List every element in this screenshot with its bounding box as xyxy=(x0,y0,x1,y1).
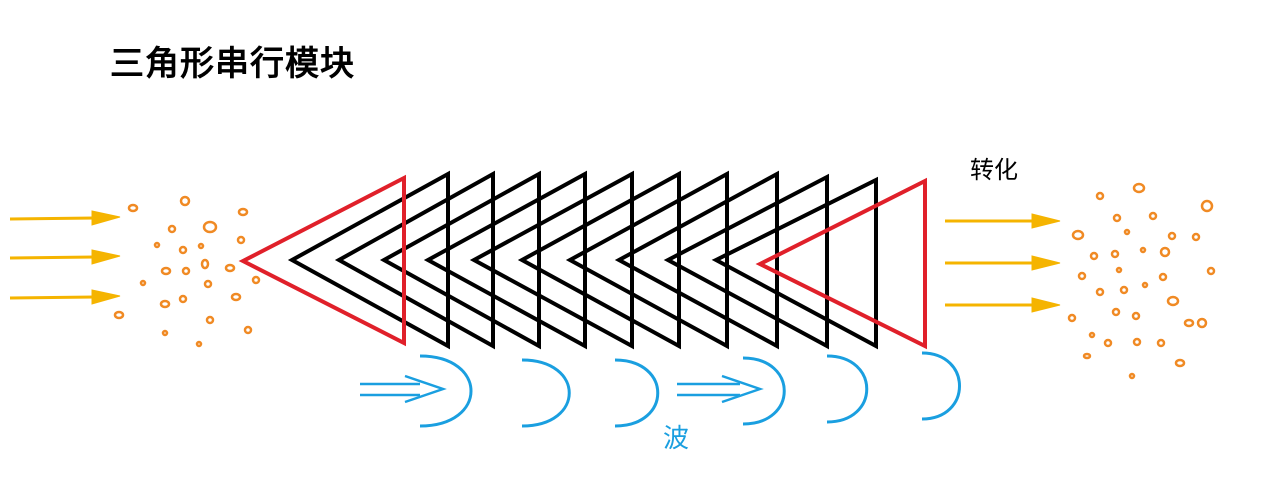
double-arrow-icon xyxy=(677,374,764,404)
input-arrows xyxy=(9,210,121,305)
black-triangle xyxy=(663,173,829,350)
wave-arcs xyxy=(419,351,961,428)
wave-arc-icon xyxy=(742,356,786,426)
red-output-triangle xyxy=(755,177,927,350)
gold-arrow-icon xyxy=(9,249,121,265)
output-arrows xyxy=(945,213,1061,313)
input-particles xyxy=(113,195,261,348)
red-triangles xyxy=(238,174,927,350)
wave-arc-icon xyxy=(521,358,571,428)
wave-label: 波 xyxy=(663,424,690,454)
wave-arc-icon xyxy=(419,354,473,428)
black-triangle xyxy=(469,170,634,350)
diagram-title: 三角形串行模块 xyxy=(110,44,355,84)
gold-arrow-icon xyxy=(945,213,1061,229)
gold-arrow-icon xyxy=(945,255,1061,271)
gold-arrow-icon xyxy=(945,297,1061,313)
output-particles xyxy=(1067,182,1216,380)
black-triangle xyxy=(614,170,779,350)
black-triangle xyxy=(711,176,878,350)
red-input-triangle xyxy=(238,174,406,347)
double-arrow-icon xyxy=(360,374,447,404)
black-triangle-stack xyxy=(287,170,878,350)
gold-arrow-icon xyxy=(9,289,121,305)
transform-label: 转化 xyxy=(970,156,1018,184)
wave-arc-icon xyxy=(921,351,961,421)
black-triangle xyxy=(287,170,450,350)
wave-arrows xyxy=(360,374,764,404)
black-triangle xyxy=(423,170,587,350)
black-triangle xyxy=(334,170,495,350)
gold-arrow-icon xyxy=(9,210,121,226)
black-triangle xyxy=(565,170,729,350)
black-triangle xyxy=(517,170,681,350)
wave-arc-icon xyxy=(826,354,869,424)
black-triangle xyxy=(379,170,541,350)
wave-arc-icon xyxy=(614,358,660,428)
